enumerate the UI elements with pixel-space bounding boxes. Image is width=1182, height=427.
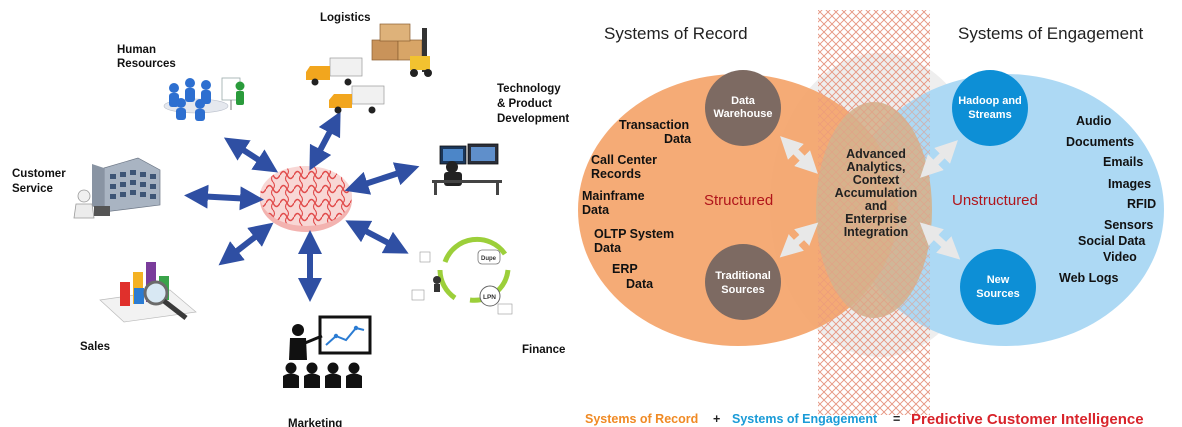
- svg-text:Mainframe: Mainframe: [582, 189, 645, 203]
- marketing-illustration: [283, 315, 372, 388]
- label-hr-line2: Resources: [117, 58, 176, 70]
- label-tech-line3: Development: [497, 113, 569, 125]
- engagement-item: Web Logs: [1059, 271, 1119, 285]
- finance-illustration: Dupe LPN: [411, 236, 513, 315]
- venn-diagram: Systems of Record Systems of Engagement …: [578, 10, 1164, 427]
- formula: Systems of Record + Systems of Engagemen…: [585, 411, 1144, 427]
- circle-data-warehouse: Data Warehouse: [705, 70, 781, 146]
- middle-text: AdvancedAnalytics,ContextAccumulationand…: [835, 147, 918, 239]
- label-logistics: Logistics: [320, 12, 370, 24]
- record-items: Transaction Data Call Center Records Mai…: [582, 118, 692, 291]
- sales-illustration: [99, 262, 197, 323]
- svg-text:ERP: ERP: [612, 262, 638, 276]
- label-sales: Sales: [80, 341, 110, 353]
- engagement-item: Social Data: [1078, 234, 1146, 248]
- engagement-item: Images: [1108, 177, 1151, 191]
- middle-text-line: Context: [853, 173, 900, 187]
- hub-disc: [260, 166, 352, 232]
- formula-plus: +: [713, 412, 720, 426]
- engagement-item: Video: [1103, 250, 1137, 264]
- formula-equals: =: [893, 412, 900, 426]
- svg-text:Call Center: Call Center: [591, 153, 657, 167]
- finance-cycle-lpn: LPN: [483, 294, 496, 301]
- label-structured: Structured: [704, 192, 773, 209]
- header-systems-of-engagement: Systems of Engagement: [958, 24, 1143, 43]
- svg-text:Sources: Sources: [721, 284, 764, 296]
- label-cs-line2: Service: [12, 183, 53, 195]
- finance-cycle-dupe: Dupe: [481, 256, 497, 262]
- svg-text:Hadoop and: Hadoop and: [958, 95, 1022, 107]
- middle-text-line: Analytics,: [846, 160, 905, 174]
- middle-text-line: and: [865, 199, 887, 213]
- svg-text:Sources: Sources: [976, 288, 1019, 300]
- arrow-customer-service: [184, 184, 264, 211]
- label-unstructured: Unstructured: [952, 192, 1038, 209]
- formula-record: Systems of Record: [585, 412, 698, 426]
- svg-text:Data: Data: [731, 95, 756, 107]
- hr-illustration: [163, 77, 245, 121]
- header-systems-of-record: Systems of Record: [604, 24, 748, 43]
- svg-text:Traditional: Traditional: [715, 270, 771, 282]
- arrow-tech: [344, 162, 420, 195]
- circle-new-sources: New Sources: [960, 249, 1036, 325]
- engagement-item: Audio: [1076, 114, 1112, 128]
- middle-text-line: Accumulation: [835, 186, 918, 200]
- label-finance: Finance: [522, 344, 565, 356]
- label-tech-line2: & Product: [497, 98, 552, 110]
- customer-service-illustration: [73, 157, 161, 219]
- venn-arrows: [779, 136, 961, 260]
- formula-engagement: Systems of Engagement: [732, 412, 878, 426]
- svg-text:Data: Data: [626, 277, 654, 291]
- hub-diagram: Logistics Human Resources Technology & P…: [12, 12, 569, 427]
- tech-illustration: [432, 143, 502, 195]
- label-cs-line1: Customer: [12, 168, 66, 180]
- svg-text:Data: Data: [664, 132, 692, 146]
- engagement-item: Sensors: [1104, 218, 1153, 232]
- svg-text:Data: Data: [594, 241, 622, 255]
- svg-text:Records: Records: [591, 167, 641, 181]
- engagement-item: Emails: [1103, 155, 1143, 169]
- svg-text:Data: Data: [582, 203, 610, 217]
- svg-text:OLTP System: OLTP System: [594, 227, 674, 241]
- circle-traditional-sources: Traditional Sources: [705, 244, 781, 320]
- arrow-logistics: [309, 111, 341, 171]
- arrow-sales: [218, 222, 274, 266]
- label-tech-line1: Technology: [497, 83, 561, 95]
- arrow-hr: [223, 137, 279, 173]
- middle-text-line: Advanced: [846, 147, 906, 161]
- svg-text:New: New: [987, 274, 1010, 286]
- hub-arrows: [184, 111, 420, 302]
- label-hr-line1: Human: [117, 44, 156, 56]
- logistics-illustration: [306, 23, 432, 114]
- svg-text:Streams: Streams: [968, 109, 1011, 121]
- formula-result: Predictive Customer Intelligence: [911, 411, 1144, 427]
- label-marketing: Marketing: [288, 418, 342, 427]
- circle-hadoop-streams: Hadoop and Streams: [952, 70, 1028, 146]
- engagement-item: RFID: [1127, 197, 1156, 211]
- svg-text:Transaction: Transaction: [619, 118, 689, 132]
- middle-text-line: Integration: [844, 225, 909, 239]
- svg-text:Warehouse: Warehouse: [714, 108, 773, 120]
- arrow-finance: [345, 220, 409, 254]
- middle-text-line: Enterprise: [845, 212, 907, 226]
- engagement-item: Documents: [1066, 135, 1134, 149]
